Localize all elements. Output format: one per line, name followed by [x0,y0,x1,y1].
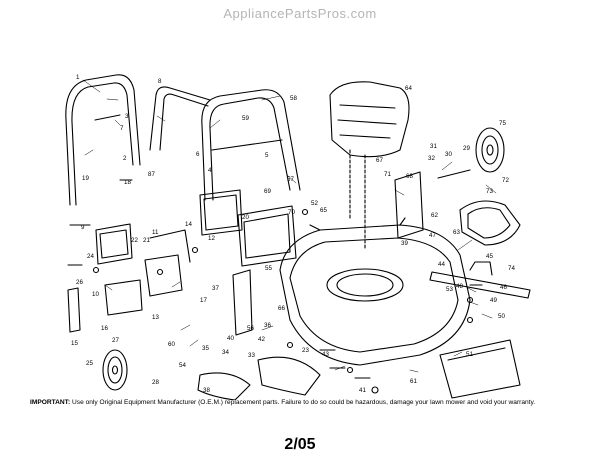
part-number-2: 2 [123,155,127,162]
engine [329,81,410,251]
revision-date: 2/05 [284,436,316,453]
part-number-54: 54 [179,362,186,369]
part-number-6: 6 [196,151,200,158]
part-number-75: 75 [499,120,506,127]
part-number-20: 20 [242,214,249,221]
part-number-38: 38 [203,387,210,394]
part-number-29: 29 [463,145,470,152]
rear-shield [439,339,521,399]
part-number-8: 8 [158,78,162,85]
part-number-33: 33 [248,352,255,359]
part-number-24: 24 [87,253,94,260]
part-number-45: 45 [486,253,493,260]
part-number-53: 53 [446,286,453,293]
part-number-5: 5 [265,152,269,159]
part-number-10: 10 [92,291,99,298]
part-number-49: 49 [490,297,497,304]
exploded-parts-diagram: 1 2 3 4 5 6 7 8 9 10 11 12 13 14 15 16 1… [65,74,531,400]
part-number-15: 15 [71,340,78,347]
part-number-67: 67 [376,157,383,164]
part-number-18: 18 [124,179,131,186]
part-number-9: 9 [81,224,85,231]
discharge-chute [197,356,321,400]
part-number-66: 66 [278,305,285,312]
part-number-64: 64 [405,85,412,92]
part-number-25: 25 [86,360,93,367]
important-notice: IMPORTANT: Use only Original Equipment M… [30,398,590,407]
part-number-14: 14 [185,221,192,228]
rear-baffle [459,200,521,246]
part-number-58: 58 [290,95,297,102]
part-number-52: 52 [311,200,318,207]
part-number-43: 43 [322,351,329,358]
part-number-12: 12 [208,235,215,242]
important-text: Use only Original Equipment Manufacturer… [72,399,536,406]
part-number-11: 11 [152,229,159,236]
lower-handle [201,89,301,201]
leader-lines [82,79,497,373]
part-number-36: 36 [264,322,271,329]
part-number-47: 47 [429,232,436,239]
part-number-68: 68 [406,173,413,180]
part-number-41: 41 [359,387,366,394]
part-number-55: 55 [265,265,272,272]
part-number-44: 44 [438,261,445,268]
fasteners [67,179,483,394]
part-number-16: 16 [101,325,108,332]
part-number-62: 62 [431,212,438,219]
part-number-46: 46 [500,284,507,291]
part-number-23: 23 [302,347,309,354]
part-number-60: 60 [168,341,175,348]
part-number-35: 35 [202,345,209,352]
part-number-50: 50 [498,313,505,320]
part-number-40: 40 [227,335,234,342]
part-number-30: 30 [445,151,452,158]
part-number-13: 13 [152,314,159,321]
part-number-70: 70 [288,209,295,216]
part-number-74: 74 [508,265,515,272]
part-number-56: 56 [247,325,254,332]
blade [429,261,531,299]
control-bar [149,86,211,151]
front-wheel [102,349,128,391]
part-number-22: 22 [131,237,138,244]
part-number-69: 69 [264,188,271,195]
part-number-48: 48 [456,283,463,290]
part-number-26: 26 [76,279,83,286]
part-number-71: 71 [384,171,391,178]
height-adjuster-brackets [67,229,253,336]
important-label: IMPORTANT: [30,399,71,406]
part-number-27: 27 [112,337,119,344]
part-number-51: 51 [466,351,473,358]
part-number-72: 72 [502,177,509,184]
part-number-32: 32 [428,155,435,162]
part-number-63: 63 [453,229,460,236]
part-number-39: 39 [401,240,408,247]
grass-bag-frame [95,189,297,267]
upper-handle [65,74,141,206]
part-number-34: 34 [222,349,229,356]
rear-wheel [475,127,505,173]
part-number-59: 59 [242,115,249,122]
part-number-31: 31 [430,143,437,150]
part-number-65: 65 [320,207,327,214]
part-number-19: 19 [82,175,89,182]
part-number-4: 4 [208,167,212,174]
rear-axle [394,169,471,239]
part-number-87: 87 [148,171,155,178]
mower-deck [279,217,471,366]
part-number-17: 17 [200,297,207,304]
watermark: AppliancePartsPros.com [223,6,377,21]
part-number-7: 7 [120,125,124,132]
part-number-61: 61 [410,378,417,385]
part-number-1: 1 [76,74,80,81]
part-number-3: 3 [125,113,129,120]
part-number-21: 21 [143,237,150,244]
part-number-42: 42 [258,336,265,343]
part-number-37: 37 [212,285,219,292]
part-number-73: 73 [486,188,493,195]
part-number-57: 57 [287,176,294,183]
part-number-28: 28 [152,379,159,386]
